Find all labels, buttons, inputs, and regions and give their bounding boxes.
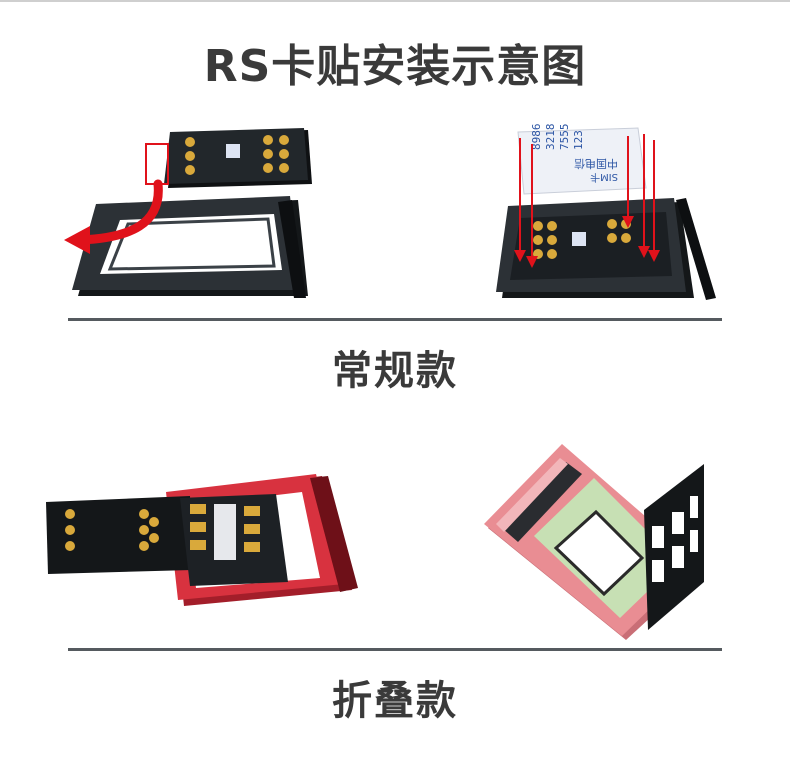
folding-step2-illustration xyxy=(484,444,704,640)
folded-flex-sticker xyxy=(644,464,704,630)
section-label-folding: 折叠款 xyxy=(332,678,458,724)
section-label-standard: 常规款 xyxy=(332,348,458,394)
black-sim-tray xyxy=(496,198,716,300)
flex-sticker xyxy=(46,494,288,586)
top-rule xyxy=(0,0,790,2)
down-arrows-icon xyxy=(514,134,660,268)
sim-card-line2: SIM卡 xyxy=(590,171,618,184)
sim-card-line1: 中国电信 xyxy=(574,157,618,170)
black-sim-tray xyxy=(72,196,308,298)
red-arrow-icon xyxy=(64,143,169,254)
sim-card-digits-2: 7555 xyxy=(558,124,571,151)
chip-sticker xyxy=(164,128,312,188)
sim-card-digits-1: 3218 xyxy=(544,124,557,151)
sim-card: 中国电信 SIM卡 8986 3218 7555 123 xyxy=(517,124,647,195)
section-divider-1 xyxy=(68,318,722,321)
folding-step1-illustration xyxy=(46,474,358,606)
chip-sticker xyxy=(533,219,631,259)
sim-card xyxy=(534,478,678,618)
sim-card-digits-3: 123 xyxy=(572,130,585,150)
standard-step2-illustration: 中国电信 SIM卡 8986 3218 7555 123 xyxy=(496,124,716,300)
sim-card-digits-0: 8986 xyxy=(530,124,543,151)
standard-step1-illustration xyxy=(64,128,312,298)
page-title: RS卡贴安装示意图 xyxy=(203,41,587,92)
section-divider-2 xyxy=(68,648,722,651)
